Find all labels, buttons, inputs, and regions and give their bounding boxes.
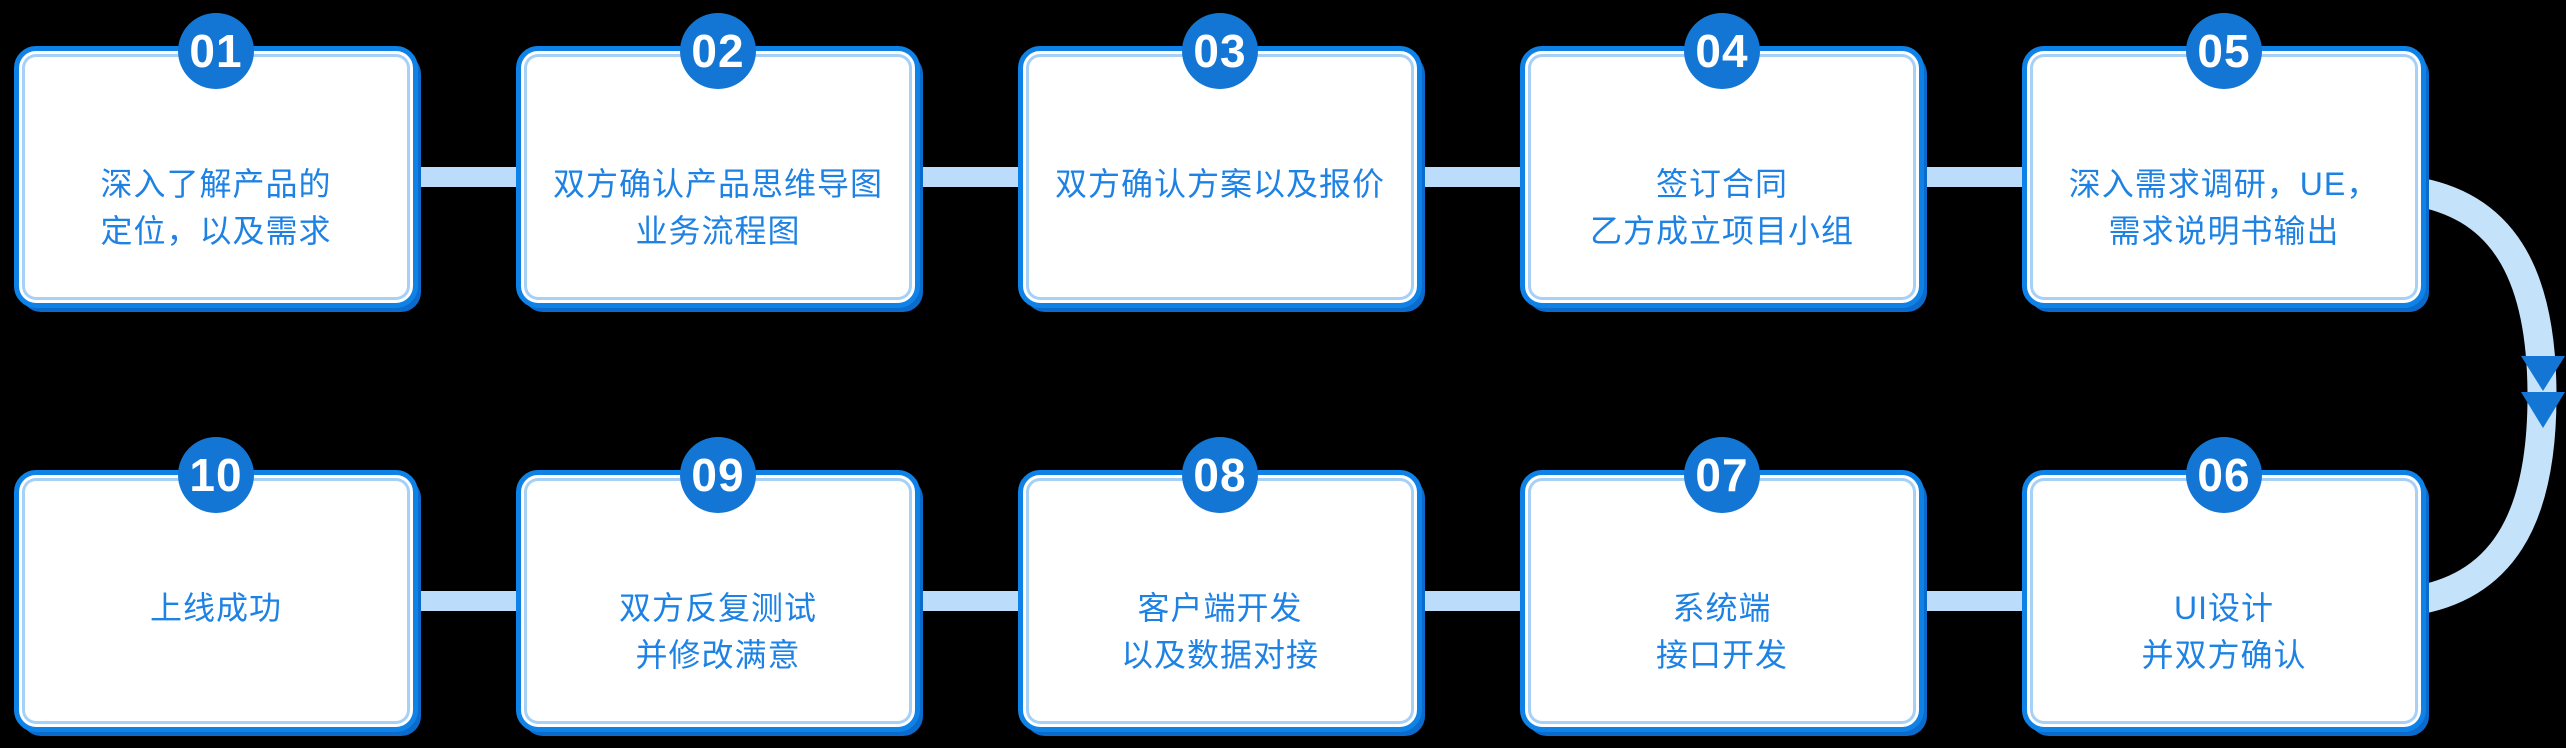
- curve-arrow-arc: [2403, 175, 2557, 617]
- step-description-line: UI设计: [2173, 590, 2274, 626]
- step-number-badge: 07: [1684, 437, 1760, 513]
- step-description-line: 并修改满意: [635, 637, 801, 673]
- step-description: 系统端接口开发: [1525, 585, 1919, 679]
- step-connector: [416, 591, 518, 611]
- step-description-line: 客户端开发: [1137, 590, 1303, 626]
- flow-row-bottom: 10 上线成功 09 双方反复测试并修改满意 08 客户端开发以及数据对接 07 系统端接口开…: [14, 437, 2426, 732]
- step-card-01: 01 深入了解产品的定位，以及需求: [14, 13, 418, 308]
- step-card-09: 09 双方反复测试并修改满意: [516, 437, 920, 732]
- step-card-04: 04 签订合同乙方成立项目小组: [1520, 13, 1924, 308]
- step-number-badge: 08: [1182, 437, 1258, 513]
- step-description: 深入了解产品的定位，以及需求: [19, 161, 413, 255]
- step-description: UI设计并双方确认: [2027, 585, 2421, 679]
- step-card-07: 07 系统端接口开发: [1520, 437, 1924, 732]
- step-number-badge: 10: [178, 437, 254, 513]
- step-card-10: 10 上线成功: [14, 437, 418, 732]
- step-description-line: 深入需求调研，UE，: [2068, 166, 2380, 202]
- step-number-badge: 03: [1182, 13, 1258, 89]
- step-description: 双方反复测试并修改满意: [521, 585, 915, 679]
- step-card-05: 05 深入需求调研，UE， 需求说明书输出: [2022, 13, 2426, 308]
- curve-arrow-head-1: [2521, 356, 2565, 391]
- step-description-line: 定位，以及需求: [100, 213, 332, 249]
- step-description-line: 业务流程图: [635, 213, 801, 249]
- step-number-badge: 09: [680, 437, 756, 513]
- step-card-02: 02 双方确认产品思维导图业务流程图: [516, 13, 920, 308]
- step-description: 上线成功: [19, 585, 413, 632]
- step-card-03: 03 双方确认方案以及报价: [1018, 13, 1422, 308]
- step-connector: [918, 591, 1020, 611]
- step-connector: [1420, 167, 1522, 187]
- step-connector: [918, 167, 1020, 187]
- step-description: 客户端开发以及数据对接: [1023, 585, 1417, 679]
- step-number-badge: 02: [680, 13, 756, 89]
- step-number-badge: 06: [2186, 437, 2262, 513]
- step-description-line: 双方确认方案以及报价: [1054, 166, 1385, 202]
- step-connector: [416, 167, 518, 187]
- step-number-badge: 04: [1684, 13, 1760, 89]
- curve-arrow-head-2: [2521, 392, 2565, 428]
- step-card-08: 08 客户端开发以及数据对接: [1018, 437, 1422, 732]
- step-description-line: 双方反复测试: [618, 590, 817, 626]
- step-connector: [1420, 591, 1522, 611]
- step-description-line: 双方确认产品思维导图: [552, 166, 883, 202]
- step-description: 双方确认方案以及报价: [1023, 161, 1417, 208]
- step-description-line: 乙方成立项目小组: [1589, 213, 1854, 249]
- step-description: 深入需求调研，UE， 需求说明书输出: [2027, 161, 2421, 255]
- step-description-line: 并双方确认: [2141, 637, 2307, 673]
- step-number-badge: 05: [2186, 13, 2262, 89]
- step-description-line: 系统端: [1672, 590, 1772, 626]
- step-connector: [1922, 167, 2024, 187]
- flow-row-top: 01 深入了解产品的定位，以及需求 02 双方确认产品思维导图业务流程图 03 双方确认方…: [14, 13, 2426, 308]
- step-description-line: 签订合同: [1655, 166, 1788, 202]
- step-description: 签订合同乙方成立项目小组: [1525, 161, 1919, 255]
- step-description-line: 以及数据对接: [1120, 637, 1319, 673]
- step-description-line: 上线成功: [149, 590, 282, 626]
- step-description-line: 接口开发: [1655, 637, 1788, 673]
- step-description-line: 需求说明书输出: [2108, 213, 2340, 249]
- step-description: 双方确认产品思维导图业务流程图: [521, 161, 915, 255]
- step-description-line: 深入了解产品的: [100, 166, 332, 202]
- step-connector: [1922, 591, 2024, 611]
- step-number-badge: 01: [178, 13, 254, 89]
